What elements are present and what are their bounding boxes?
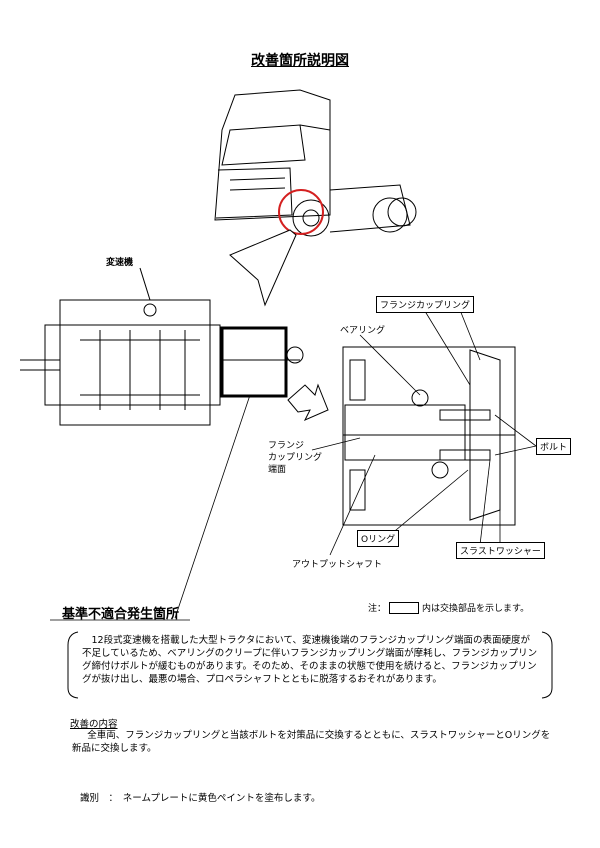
bracket-right [541,631,553,699]
detail-highlight-box [220,326,288,398]
description-text: 12段式変速機を搭載した大型トラクタにおいて、変速機後端のフランジカップリング端… [82,635,538,685]
note-prefix: 注： [368,604,387,614]
note-suffix: 内は交換部品を示します。 [422,604,530,614]
bracket-left [67,631,79,699]
defect-heading: 基準不適合発生箇所 [62,607,180,622]
improvement-heading: 改善の内容 [70,719,118,730]
label-o-ring: Oリング [357,530,400,547]
label-bearing: ベアリング [340,326,386,336]
truck-illustration [214,89,417,237]
description-block: 12段式変速機を搭載した大型トラクタにおいて、変速機後端のフランジカップリング端… [68,628,552,696]
label-flange-coupling: フランジカップリング [376,296,475,313]
note-box-sample [389,601,420,614]
label-thrust-washer: スラストワッシャー [456,542,545,559]
label-line: カップリング [268,453,323,463]
label-output-shaft: アウトプットシャフト [292,560,383,570]
pointer-arrow [287,383,329,422]
note: 注： 内は交換部品を示します。 [368,601,529,614]
label-line: フランジ [268,441,305,451]
label-line: 端面 [268,465,287,475]
pointer-arrow [229,229,297,307]
flange-detail-illustration [342,346,516,526]
improvement-text: 全車両、フランジカップリングと当該ボルトを対策品に交換するとともに、スラストワッ… [72,730,551,754]
page-title: 改善箇所説明図 [251,53,349,69]
label-transmission: 変速機 [106,258,134,268]
transmission-illustration [20,299,304,426]
highlight-circle [278,189,324,235]
label-flange-face: フランジ カップリング 端面 [268,440,322,476]
label-bolt: ボルト [536,438,572,455]
identification-text: 識別 ： ネームプレートに黄色ペイントを塗布します。 [80,793,321,804]
